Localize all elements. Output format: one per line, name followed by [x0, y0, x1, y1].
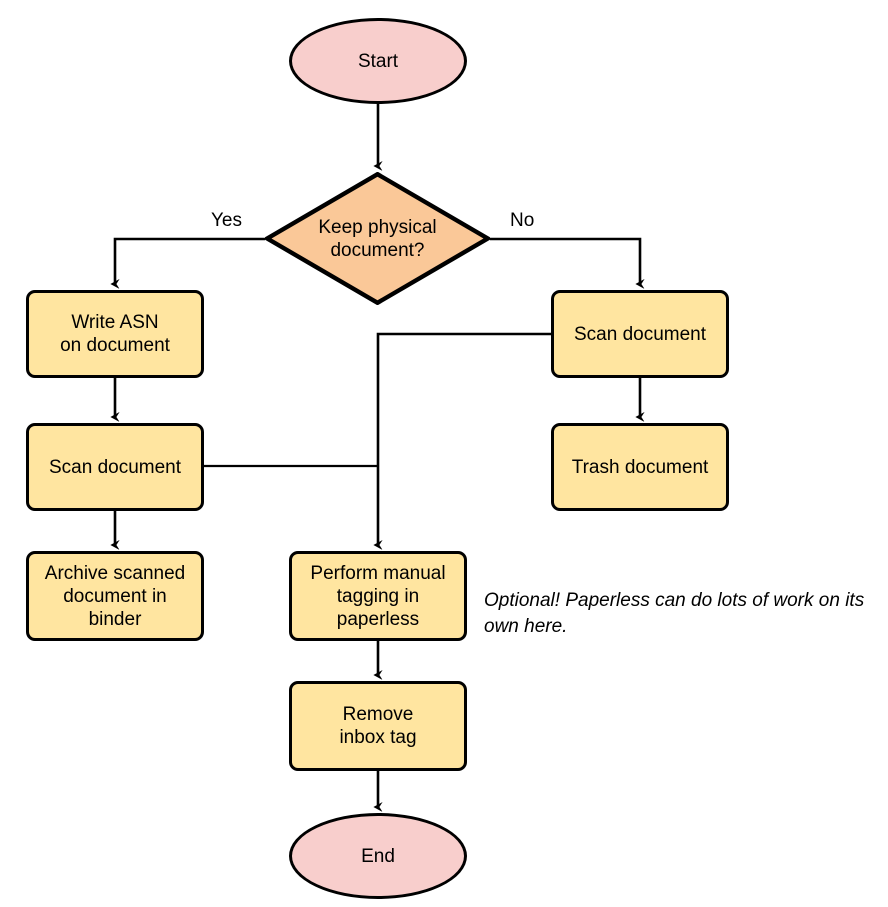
node-remove-inbox-tag[interactable]: Remove inbox tag — [289, 681, 467, 771]
node-scan-document-left[interactable]: Scan document — [26, 423, 204, 511]
diamond-shape — [265, 172, 490, 305]
edge-scanright-to-tagging — [378, 332, 551, 545]
node-end[interactable]: End — [289, 813, 467, 899]
node-perform-manual-tagging-label: Perform manual tagging in paperless — [310, 562, 446, 630]
node-perform-manual-tagging[interactable]: Perform manual tagging in paperless — [289, 551, 467, 641]
node-keep-physical-document-decision[interactable]: Keep physical document? — [265, 172, 490, 305]
edge-decision-no — [490, 237, 640, 284]
node-scan-document-right[interactable]: Scan document — [551, 290, 729, 378]
annotation-optional-note: Optional! Paperless can do lots of work … — [484, 590, 865, 637]
node-scan-document-left-label: Scan document — [48, 456, 182, 478]
node-trash-document[interactable]: Trash document — [551, 423, 729, 511]
edge-decision-yes — [115, 237, 265, 284]
node-archive-scanned-document[interactable]: Archive scanned document in binder — [26, 551, 204, 641]
node-decision-label: Keep physical document? — [318, 216, 437, 261]
node-write-asn[interactable]: Write ASN on document — [26, 290, 204, 378]
edge-label-yes: Yes — [209, 210, 244, 232]
node-scan-document-right-label: Scan document — [573, 323, 707, 345]
node-archive-scanned-document-label: Archive scanned document in binder — [44, 562, 186, 630]
node-trash-document-label: Trash document — [571, 456, 709, 478]
node-remove-inbox-tag-label: Remove inbox tag — [339, 704, 417, 748]
node-write-asn-label: Write ASN on document — [60, 312, 170, 356]
node-start[interactable]: Start — [289, 18, 467, 104]
node-end-label: End — [361, 845, 395, 867]
node-start-label: Start — [357, 50, 399, 72]
edge-label-no: No — [508, 210, 537, 232]
